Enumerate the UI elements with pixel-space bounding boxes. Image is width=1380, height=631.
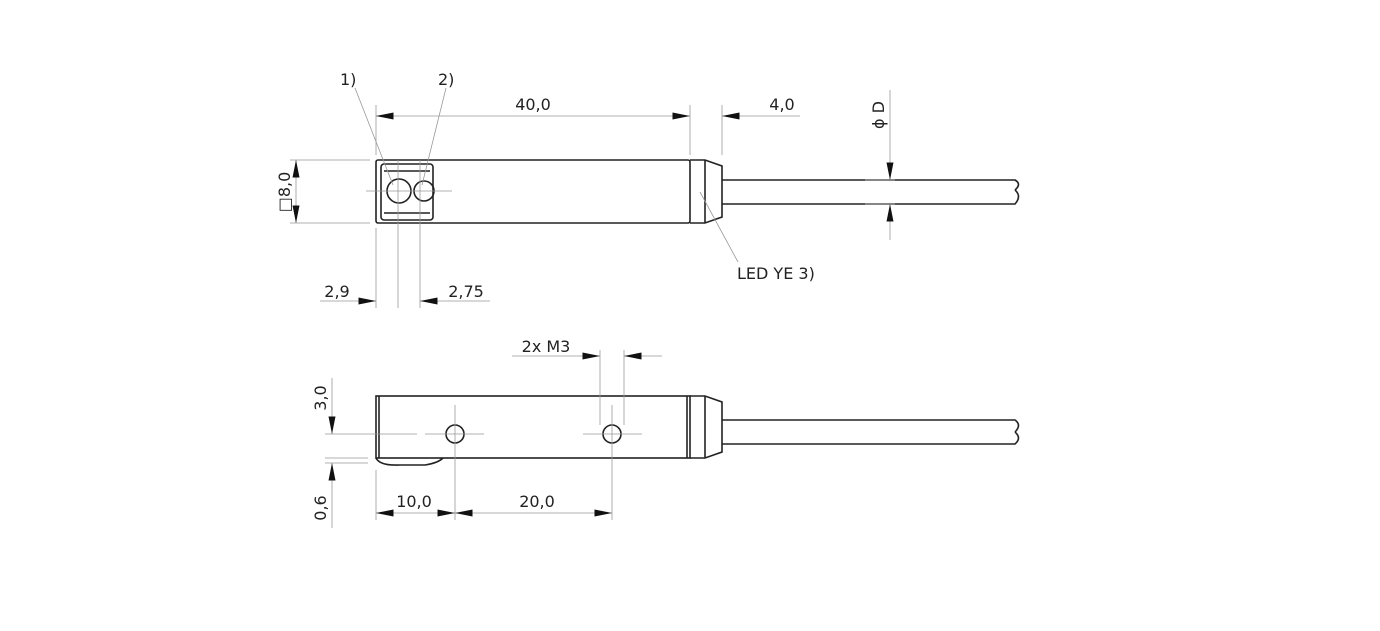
dim-body-length: 40,0	[515, 95, 551, 114]
dim-cap-length: 4,0	[769, 95, 794, 114]
dim-hole-offset: 10,0	[396, 492, 432, 511]
side-view: 2x M3 3,0 0,6 10,0 20,0	[311, 337, 1020, 528]
cable-side	[722, 419, 1020, 445]
dim-cable-diameter: ϕ D	[869, 101, 888, 129]
dim-height-upper: 3,0	[311, 385, 330, 410]
dim-hole-spacing: 20,0	[519, 492, 555, 511]
dim-offset-2: 2,75	[448, 282, 484, 301]
sensor-lip	[375, 457, 444, 466]
callout-1: 1)	[340, 70, 356, 89]
dim-offset-1: 2,9	[324, 282, 349, 301]
cable	[722, 179, 1020, 205]
dim-square-size: □8,0	[275, 172, 294, 213]
top-view: 1) 2) 40,0 4,0 ϕ D □8,0 2,9 2,75 LED YE …	[275, 70, 1020, 308]
sensor-body-side	[375, 395, 691, 459]
thread-label: 2x M3	[522, 337, 571, 356]
cable-cap	[690, 159, 723, 224]
dim-height-lower: 0,6	[311, 495, 330, 520]
callout-2: 2)	[438, 70, 454, 89]
led-label: LED YE 3)	[737, 264, 815, 283]
sensor-body	[375, 159, 691, 224]
sensor-face	[380, 163, 434, 221]
